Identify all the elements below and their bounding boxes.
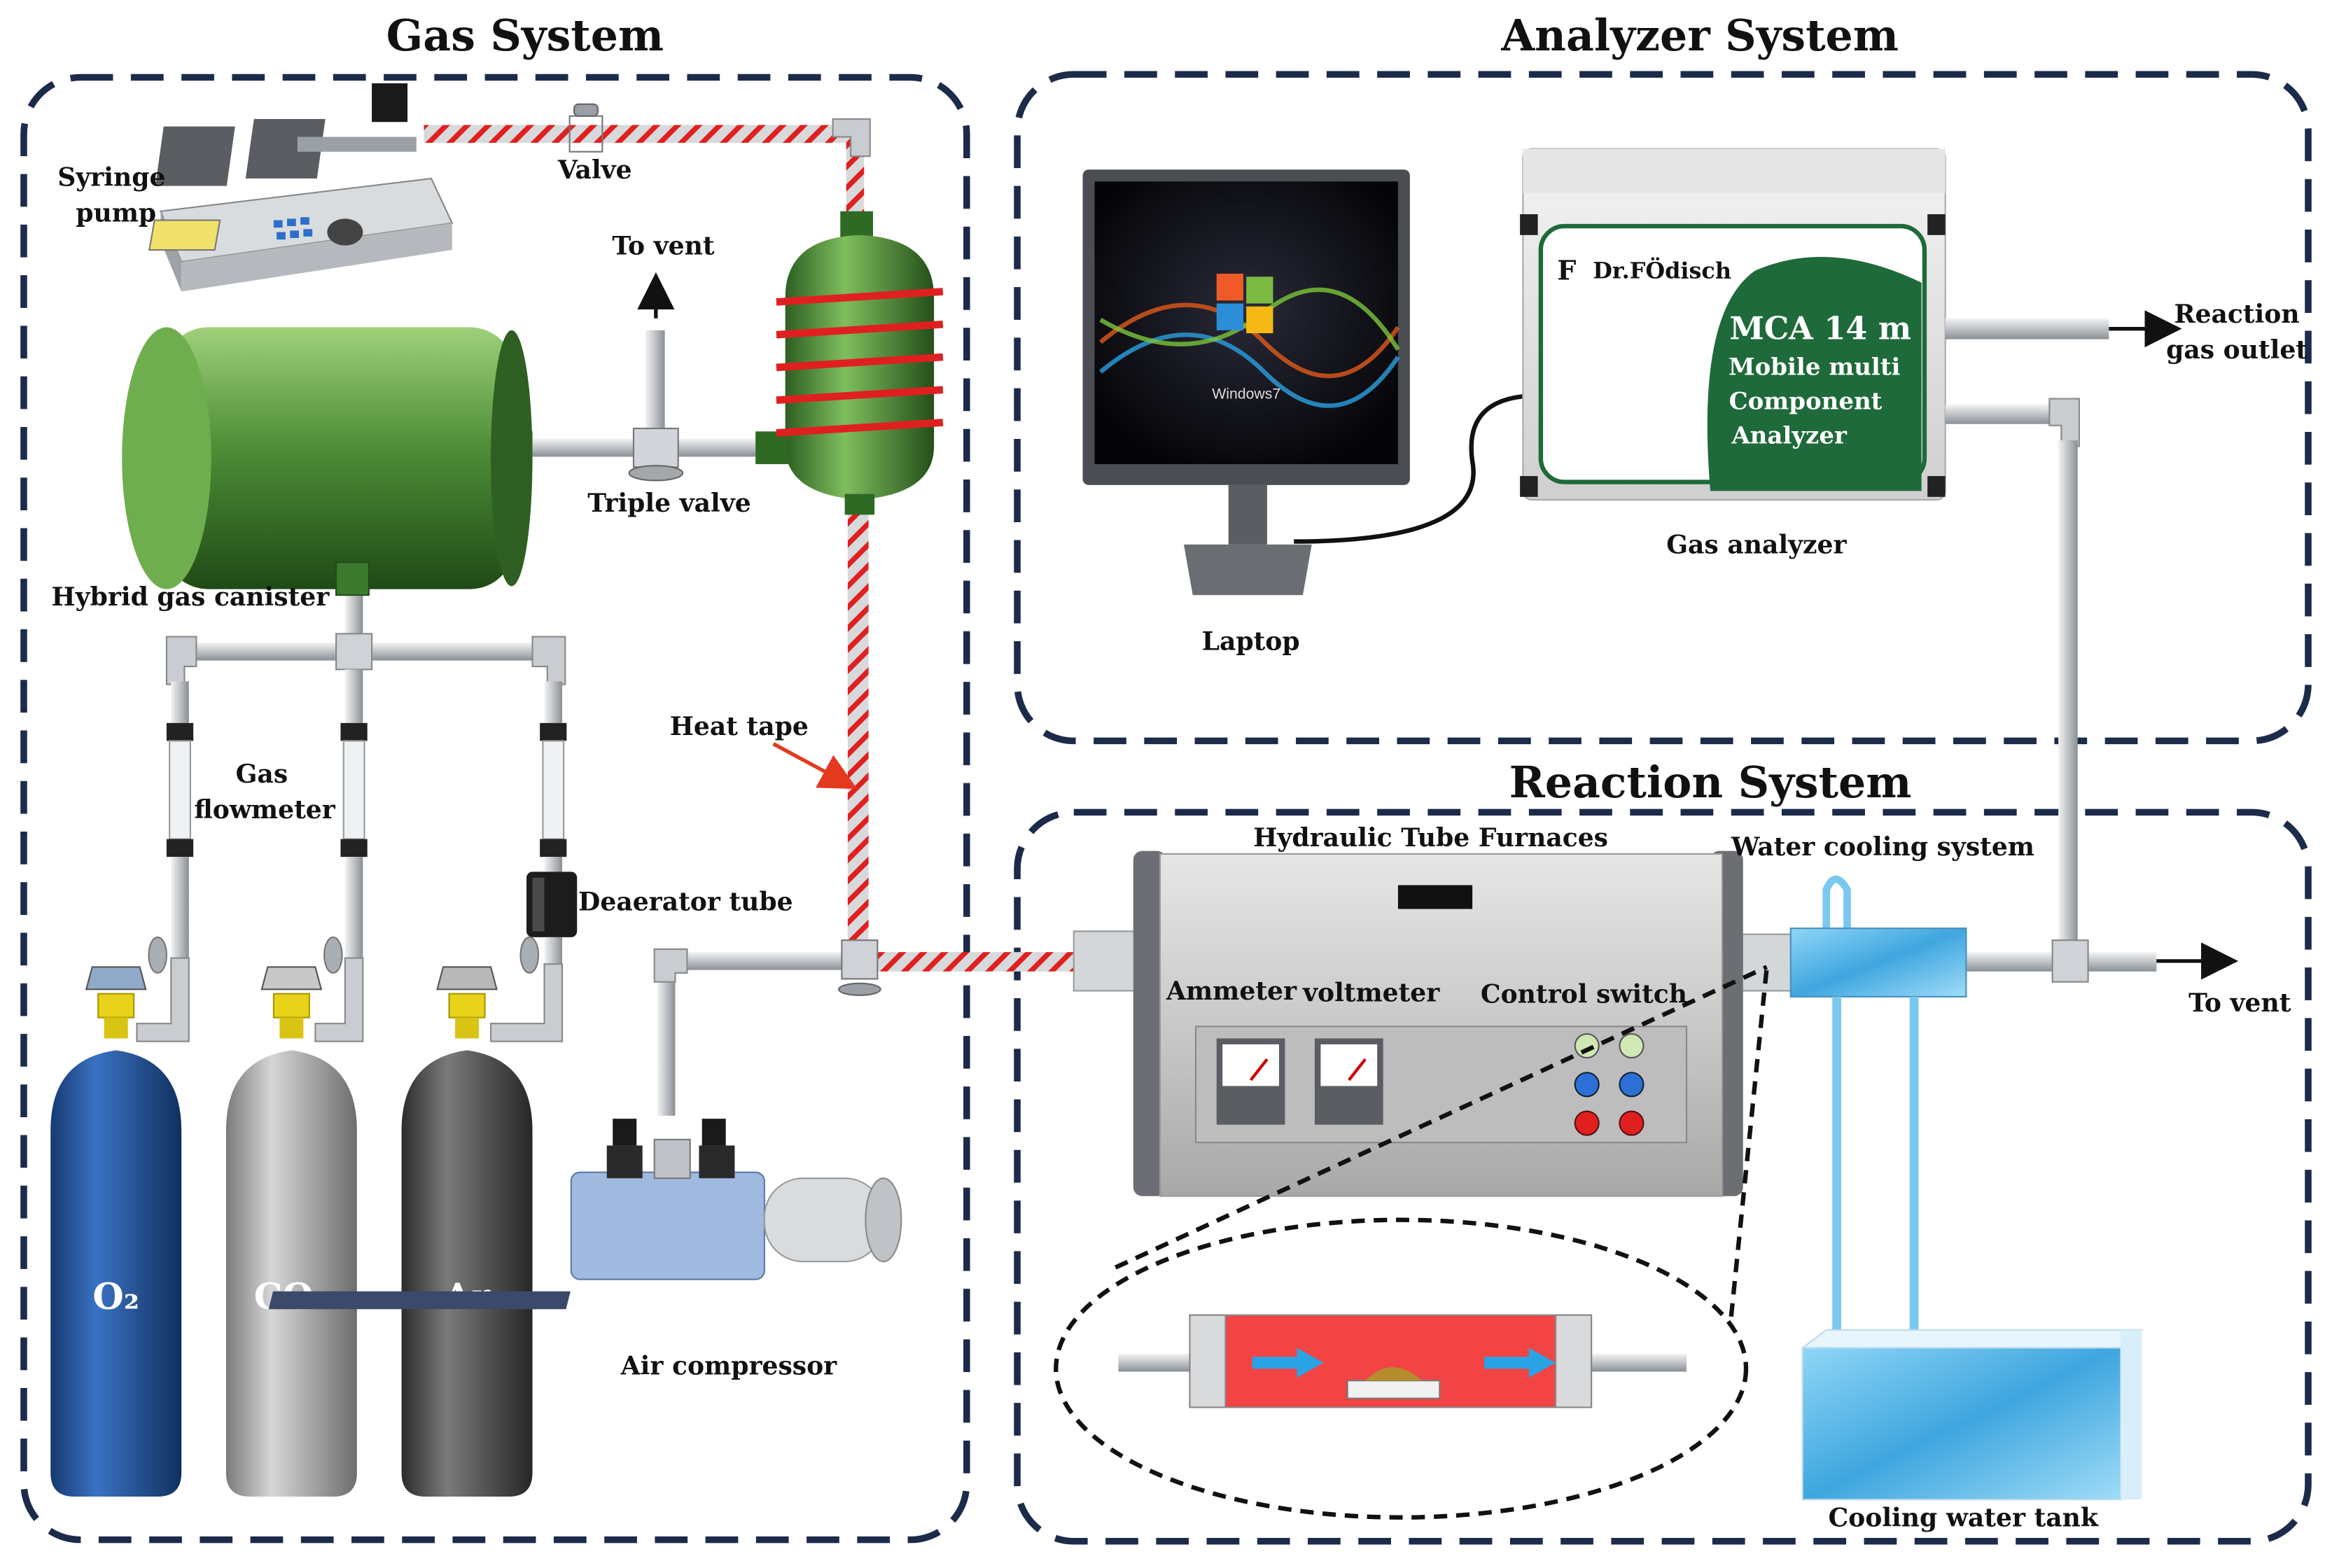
heat-tape-vertical [847, 505, 869, 953]
cooling-water-tank-icon [1800, 1329, 2144, 1501]
vent-cross [2051, 939, 2089, 983]
syringe-pump-label-2: pump [76, 198, 156, 228]
triple-valve-icon[interactable] [628, 428, 684, 482]
gas-system-title: Gas System [386, 10, 664, 61]
manifold-cross [335, 633, 373, 671]
co2-cylinder: CO₂ [225, 966, 357, 1497]
flowmeter-o2 [166, 681, 194, 961]
flowmeter-co2 [340, 669, 368, 961]
voltmeter-gauge-icon [1314, 1038, 1383, 1125]
compressor-elbow-icon [653, 948, 688, 983]
control-switch-buttons[interactable] [1574, 1032, 1645, 1136]
gas-system-frame [20, 74, 970, 1544]
analyzer-model: MCA 14 m [1729, 310, 1911, 347]
ammeter-gauge-icon [1216, 1038, 1285, 1125]
to-vent-top-label: To vent [612, 230, 715, 260]
laptop-label: Laptop [1202, 626, 1300, 657]
analyzer-line1: Mobile multi [1729, 354, 1901, 382]
syringe-pump-icon[interactable] [148, 83, 454, 292]
analyzer-system-title: Analyzer System [1500, 10, 1899, 61]
analyzer-brand-logo: F [1557, 255, 1576, 287]
triple-valve-vent-pipe [645, 330, 665, 447]
ar-cylinder: Ar [401, 966, 533, 1497]
manifold-right-elbow [531, 636, 566, 685]
reaction-gas-outlet-label-1: Reaction [2174, 299, 2300, 329]
hydraulic-tube-furnaces-label: Hydraulic Tube Furnaces [1253, 822, 1608, 853]
laptop-monitor-icon[interactable]: Windows7 [1082, 169, 1410, 596]
gas-flowmeter-label-1: Gas [236, 759, 288, 789]
hybrid-gas-canister-icon [122, 327, 533, 596]
deaerator-tube-label: Deaerator tube [578, 887, 793, 917]
valve-icon[interactable] [568, 103, 603, 153]
zoom-line-left [1114, 965, 1768, 1270]
o2-cylinder-label: O₂ [92, 1276, 139, 1318]
hybrid-gas-canister-label: Hybrid gas canister [52, 582, 330, 612]
analyzer-line2: Component [1729, 387, 1883, 415]
tube-furnace-icon [1133, 850, 1743, 1197]
heating-coils [776, 288, 944, 437]
analyzer-system-frame [1014, 71, 2312, 745]
valve-label: Valve [557, 155, 632, 185]
ammeter-label: Ammeter [1166, 976, 1297, 1006]
heat-tape-to-furnace [868, 952, 1077, 972]
heat-tape-top-pipe [424, 125, 856, 144]
triple-valve-label: Triple valve [587, 488, 750, 518]
air-compressor-icon [268, 1119, 902, 1310]
cylinder-connectors [136, 936, 564, 1042]
heat-tape-pointer-arrow [772, 742, 858, 790]
voltmeter-label: voltmeter [1302, 977, 1440, 1007]
monitor-analyzer-cable [1294, 393, 1532, 544]
windows-logo-icon [1216, 274, 1273, 334]
syringe-pump-label-1: Syringe [57, 162, 165, 192]
water-cooling-system-label: Water cooling system [1731, 832, 2034, 862]
cooling-water-tank-label: Cooling water tank [1828, 1502, 2098, 1532]
analyzer-return-pipe-v [2058, 440, 2078, 941]
air-compressor-label: Air compressor [620, 1351, 838, 1381]
o2-cylinder: O₂ [50, 966, 182, 1497]
compressor-pipe-v [657, 964, 676, 1116]
tee-valve-icon[interactable] [838, 939, 881, 996]
water-cooling-jacket-icon [1789, 875, 1967, 1354]
reaction-gas-outlet-label-2: gas outlet [2166, 335, 2307, 365]
reactor-tube-detail-icon [1118, 1314, 1687, 1408]
control-switch-label: Control switch [1481, 979, 1687, 1009]
zoom-ellipse [1054, 1217, 1749, 1520]
to-vent-right-label: To vent [2188, 988, 2291, 1018]
top-elbow-icon [832, 118, 871, 158]
flowmeter-ar [540, 681, 567, 872]
screen-os-text: Windows7 [1212, 386, 1280, 402]
gas-flowmeter-label-2: flowmeter [195, 794, 336, 825]
heat-tape-label: Heat tape [670, 711, 809, 741]
zoom-line-right [1729, 967, 1769, 1317]
analyzer-outlet-pipe [1945, 318, 2109, 340]
analyzer-line3: Analyzer [1731, 421, 1848, 449]
gas-analyzer-label: Gas analyzer [1666, 530, 1847, 560]
analyzer-return-elbow [2048, 398, 2080, 447]
analyzer-brand: Dr.FÖdisch [1593, 256, 1731, 284]
gas-analyzer-icon[interactable]: F Dr.FÖdisch MCA 14 m Mobile multi Compo… [1520, 148, 1946, 501]
reaction-system-title: Reaction System [1509, 757, 1912, 808]
reaction-system-frame [1014, 808, 2312, 1545]
reactor-vessel-icon [755, 211, 944, 515]
compressor-pipe-h [680, 952, 853, 970]
deaerator-tube-icon [526, 872, 578, 967]
manifold-left-elbow [165, 636, 197, 685]
